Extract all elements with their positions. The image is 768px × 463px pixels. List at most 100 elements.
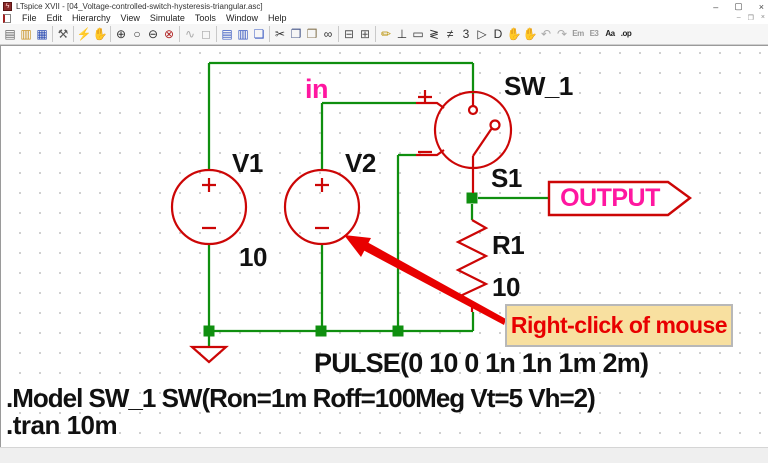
sw1-minus-terminal <box>416 149 445 157</box>
toolbar-separator <box>52 26 53 42</box>
output-net-label[interactable]: OUTPUT <box>560 184 660 212</box>
zoom-page-icon[interactable]: ○ <box>133 27 141 41</box>
menu-tools[interactable]: Tools <box>194 13 216 23</box>
window-title: LTspice XVII - [04_Voltage-controlled-sw… <box>16 2 263 11</box>
v2-value-label[interactable]: PULSE(0 10 0 1n 1n 1m 2m) <box>314 348 649 378</box>
halt-hand-icon[interactable]: ✋ <box>92 27 108 41</box>
junction-ground-v1[interactable] <box>203 325 215 337</box>
r1-name-label[interactable]: R1 <box>492 230 525 260</box>
drag-hand-icon[interactable]: ✋ <box>522 27 538 41</box>
tile-vertical-icon[interactable]: ▥ <box>237 27 249 41</box>
sw1-node-label[interactable]: S1 <box>491 163 522 193</box>
new-schematic-icon[interactable]: ▤ <box>4 27 16 41</box>
zoom-extents-icon[interactable]: ⊗ <box>163 27 175 41</box>
ground-icon[interactable]: ⊥ <box>396 27 408 41</box>
app-logo-icon: ϟ <box>3 2 12 11</box>
menu-bar: File Edit Hierarchy View Simulate Tools Window… <box>0 13 768 24</box>
cut-icon[interactable]: ✂ <box>274 27 286 41</box>
control-panel-icon[interactable]: ⚒ <box>57 27 69 41</box>
spice-directive-icon[interactable]: .op <box>620 29 632 38</box>
menu-hierarchy[interactable]: Hierarchy <box>72 13 111 23</box>
toolbar-separator <box>73 26 74 42</box>
mdi-restore-button[interactable]: ❐ <box>747 15 754 22</box>
menu-view[interactable]: View <box>120 13 140 23</box>
toolbar-separator <box>338 26 339 42</box>
redo-icon[interactable]: ↷ <box>556 27 568 41</box>
zoom-out-icon[interactable]: ⊖ <box>147 27 159 41</box>
annotation-arrowhead-icon <box>344 235 371 257</box>
cascade-windows-icon[interactable]: ❏ <box>253 27 265 41</box>
zoom-in-icon[interactable]: ⊕ <box>115 27 127 41</box>
v1-polarity-marks <box>202 178 216 230</box>
toolbar-separator <box>375 26 376 42</box>
schematic-doc-icon <box>3 14 11 23</box>
v1-value-label[interactable]: 10 <box>239 242 267 272</box>
annotation-arrow-shaft <box>363 242 506 325</box>
copy-icon[interactable]: ❐ <box>290 27 302 41</box>
save-icon[interactable]: ▦ <box>36 27 48 41</box>
paste-icon[interactable]: ❒ <box>306 27 318 41</box>
r1-value-label[interactable]: 10 <box>492 272 520 302</box>
sw1-name-label[interactable]: SW_1 <box>504 71 573 101</box>
v1-name-label[interactable]: V1 <box>232 148 263 178</box>
junction-ground-v2[interactable] <box>315 325 327 337</box>
move-hand-icon[interactable]: ✋ <box>506 27 522 41</box>
resistor-icon[interactable]: ≷ <box>428 27 440 41</box>
v2-name-label[interactable]: V2 <box>345 148 376 178</box>
tile-horizontal-icon[interactable]: ▤ <box>221 27 233 41</box>
mdi-close-button[interactable]: × <box>760 14 765 21</box>
open-file-icon[interactable]: ▥ <box>20 27 32 41</box>
annotation-callout: Right-click of mouse <box>505 304 733 347</box>
model-directive-text[interactable]: .Model SW_1 SW(Ron=1m Roff=100Meg Vt=5 V… <box>6 383 596 413</box>
print-icon[interactable]: ⊟ <box>343 27 355 41</box>
sw1-contact-lever <box>489 119 501 131</box>
junction-ground-sw[interactable] <box>392 325 404 337</box>
inductor-icon[interactable]: 3 <box>462 27 470 41</box>
autorange-icon[interactable]: ∿ <box>184 27 196 41</box>
pan-icon[interactable]: ◻ <box>201 27 211 41</box>
run-icon[interactable]: ⚡ <box>76 27 92 41</box>
net-label-icon[interactable]: ▭ <box>412 27 424 41</box>
find-icon[interactable]: ∞ <box>323 27 333 41</box>
undo-icon[interactable]: ↶ <box>540 27 552 41</box>
minimize-button[interactable]: – <box>713 1 719 12</box>
ground-symbol[interactable] <box>189 345 229 364</box>
component-icon[interactable]: D <box>493 27 503 41</box>
menu-help[interactable]: Help <box>267 13 287 23</box>
v2-source-symbol[interactable] <box>283 168 361 246</box>
v1-source-symbol[interactable] <box>170 168 248 246</box>
net-label-in[interactable]: in <box>305 74 329 104</box>
diode-icon[interactable]: ▷ <box>477 27 487 41</box>
output-net-flag[interactable] <box>547 180 693 217</box>
sw1-contact-top <box>467 104 479 116</box>
status-bar <box>0 447 768 463</box>
capacitor-icon[interactable]: ≠ <box>446 27 454 41</box>
menu-simulate[interactable]: Simulate <box>149 13 185 23</box>
close-button[interactable]: × <box>758 1 764 12</box>
v2-polarity-marks <box>315 178 329 230</box>
edit-sim-cmd-icon[interactable]: Em <box>572 29 584 38</box>
toolbar-separator <box>110 26 111 42</box>
wire-net[interactable] <box>207 61 549 347</box>
text-tool-icon[interactable]: Aa <box>605 29 615 38</box>
toolbar-separator <box>216 26 217 42</box>
toolbar-separator <box>179 26 180 42</box>
tran-directive-text[interactable]: .tran 10m <box>6 410 118 440</box>
menu-edit[interactable]: Edit <box>46 13 63 23</box>
schematic-canvas[interactable] <box>0 45 768 447</box>
wire-pencil-icon[interactable]: ✏ <box>380 27 392 41</box>
edit-e3-icon[interactable]: E3 <box>589 29 599 38</box>
sw1-lever-arm <box>471 127 493 193</box>
toolbar-separator <box>269 26 270 42</box>
maximize-button[interactable]: ▢ <box>734 1 743 11</box>
mdi-minimize-button[interactable]: – <box>736 14 741 21</box>
sw1-plus-terminal <box>416 90 445 109</box>
menu-file[interactable]: File <box>22 13 37 23</box>
annotation-text: Right-click of mouse <box>510 312 728 338</box>
print-setup-icon[interactable]: ⊞ <box>359 27 371 41</box>
junction-s1-node[interactable] <box>466 192 478 204</box>
menu-window[interactable]: Window <box>225 13 258 23</box>
